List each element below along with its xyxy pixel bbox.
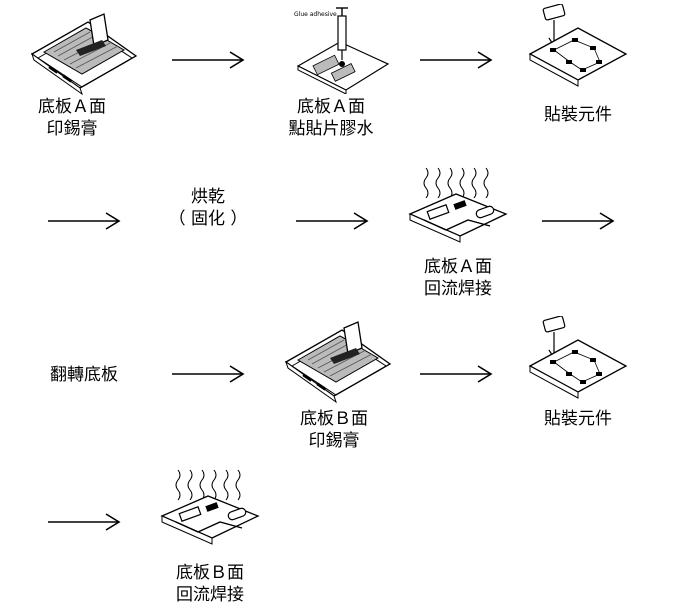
stencil-squeegee-icon: [30, 13, 138, 96]
step-label: 底板Ａ面 印錫膏: [38, 97, 106, 139]
reflow-heat-icon: [408, 167, 508, 243]
right-arrow-icon: [48, 513, 121, 531]
step-label: 貼裝元件: [544, 409, 612, 429]
right-arrow-icon: [296, 212, 369, 230]
stencil-squeegee-icon: [284, 321, 392, 404]
step-label: 翻轉底板: [50, 365, 118, 385]
step-label: 底板Ａ面 點貼片膠水: [288, 97, 374, 139]
step-label: 底板Ｂ面 回流焊接: [176, 563, 244, 605]
step-label: 烘乾 （ 固化 ）: [168, 187, 248, 229]
step-label: 貼裝元件: [544, 105, 612, 125]
right-arrow-icon: [420, 365, 493, 383]
step-label: 底板Ｂ面 印錫膏: [300, 409, 368, 451]
right-arrow-icon: [172, 365, 245, 383]
glue-syringe-icon: Glue adhesive: [294, 7, 390, 94]
component-placement-icon: [528, 316, 628, 399]
component-placement-icon: [528, 4, 628, 87]
glue-caption: Glue adhesive: [294, 11, 337, 18]
step-label: 底板Ａ面 回流焊接: [424, 257, 492, 299]
right-arrow-icon: [48, 212, 121, 230]
right-arrow-icon: [542, 212, 615, 230]
reflow-heat-icon: [160, 469, 260, 545]
right-arrow-icon: [172, 51, 245, 69]
right-arrow-icon: [420, 51, 493, 69]
